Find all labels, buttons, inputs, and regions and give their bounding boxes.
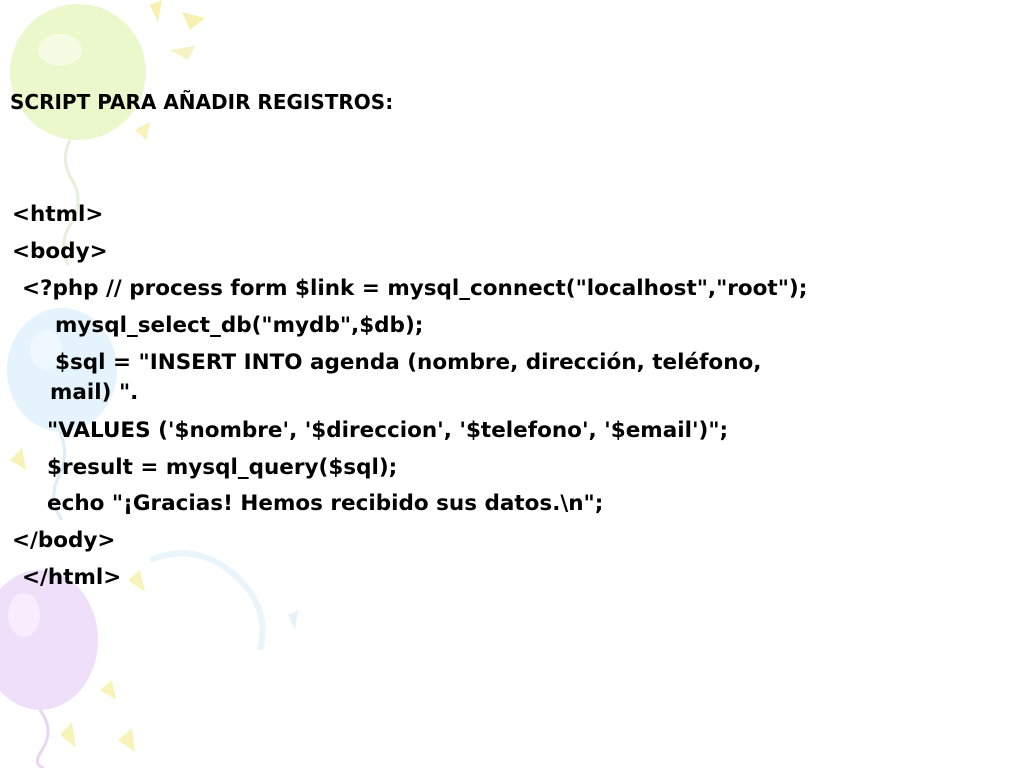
- code-line-echo: echo "¡Gracias! Hemos recibido sus datos…: [47, 491, 604, 516]
- code-line-html-open: <html>: [12, 202, 104, 227]
- code-line-body-open: <body>: [12, 239, 108, 264]
- code-line-query: $result = mysql_query($sql);: [47, 455, 398, 480]
- slide-title: SCRIPT PARA AÑADIR REGISTROS:: [10, 90, 394, 114]
- code-line-body-close: </body>: [12, 528, 116, 553]
- code-line-sql-insert: $sql = "INSERT INTO agenda (nombre, dire…: [55, 350, 762, 375]
- code-line-php-connect: <?php // process form $link = mysql_conn…: [22, 276, 808, 301]
- code-line-html-close: </html>: [22, 565, 122, 590]
- code-line-sql-insert-cont: mail) ".: [50, 380, 139, 405]
- code-line-values: "VALUES ('$nombre', '$direccion', '$tele…: [47, 418, 729, 443]
- code-line-select-db: mysql_select_db("mydb",$db);: [55, 313, 424, 338]
